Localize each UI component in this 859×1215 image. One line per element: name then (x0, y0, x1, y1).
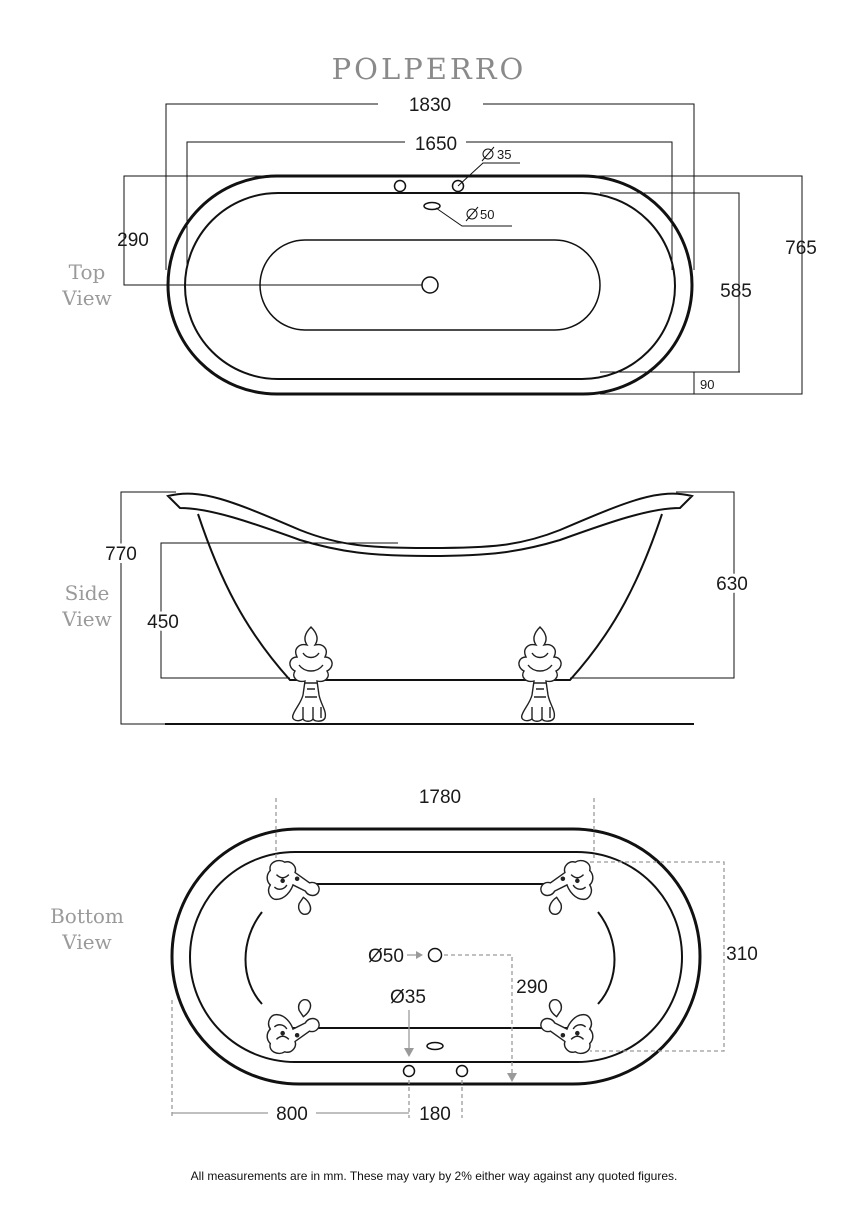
claw-foot-icon (266, 859, 320, 915)
dim-bottom-290-line (444, 954, 513, 1076)
claw-foot-icon (266, 999, 320, 1055)
waste-outlet (427, 947, 443, 963)
dim-450-line (160, 542, 398, 679)
bottom-view-label-line2: View (61, 930, 111, 954)
side-view-label-line2: View (61, 607, 111, 631)
overflow-outlet (426, 1041, 444, 1051)
tub-side-rim (166, 492, 694, 558)
claw-foot-icon (518, 626, 562, 722)
side-view-label-line1: Side (65, 581, 110, 605)
tub-underside-inner (189, 851, 683, 1063)
dim-630-line (570, 491, 735, 679)
dim-rim-width: 90 (700, 377, 714, 392)
top-view-label-line1: Top (69, 260, 106, 284)
dim-290-line (123, 175, 422, 286)
dim-tap-spacing: 180 (419, 1104, 451, 1125)
tap-hole-right (455, 1064, 469, 1078)
claw-foot-icon (289, 626, 333, 722)
tap-hole-left (402, 1064, 416, 1078)
dim-1830-line (165, 103, 378, 270)
dim-bottom-290-arrow (507, 1073, 517, 1082)
waste-arrow-head (416, 951, 423, 959)
dim-overflow-diameter: 50 (480, 207, 494, 222)
dim-height-centre: 450 (147, 612, 179, 633)
tub-underside-outer (170, 827, 702, 1086)
top-view: Top View 1830 1650 35 50 (61, 95, 817, 396)
dim-770-line (120, 491, 176, 725)
dim-1650-line (186, 141, 405, 270)
dim-width-overall: 765 (785, 238, 817, 259)
tub-inner-rim (184, 192, 676, 380)
dim-1650-line-right (466, 141, 673, 270)
dim-585-line (600, 192, 740, 373)
dim-feet-width: 310 (726, 944, 758, 965)
waste-hole (421, 276, 439, 294)
tub-base-outline (244, 883, 616, 1029)
label-waste-diameter: Ø50 (368, 946, 404, 967)
dim-waste-offset: 290 (117, 230, 149, 251)
side-view: Side View 770 450 630 (61, 491, 751, 725)
overflow-hole (423, 201, 441, 211)
dim-765-line (432, 175, 803, 395)
tap-hole-left (393, 179, 407, 193)
claw-foot-icon (540, 859, 594, 915)
diameter-icon (481, 146, 495, 162)
claw-foot-icon (540, 999, 594, 1055)
bottom-view: Bottom View 1780 310 Ø50 290 Ø35 (50, 787, 758, 1128)
dim-bottom-waste-offset: 290 (516, 977, 548, 998)
tub-side-body (197, 513, 663, 681)
tap-hole-right (451, 179, 465, 193)
dim-length-inner: 1650 (415, 134, 457, 155)
dim-height-end: 630 (716, 574, 748, 595)
bottom-view-label-line1: Bottom (50, 904, 124, 928)
tap-arrow-head (404, 1048, 414, 1057)
overflow-leader (435, 207, 512, 227)
top-view-label-line2: View (61, 286, 111, 310)
diameter-icon (465, 206, 479, 222)
measurement-note: All measurements are in mm. These may va… (191, 1169, 678, 1183)
dim-length-overall: 1830 (409, 95, 451, 116)
dim-feet-span: 1780 (419, 787, 461, 808)
label-tap-diameter: Ø35 (390, 987, 426, 1008)
dim-310-line (590, 861, 725, 1052)
dim-tap-offset: 800 (276, 1104, 308, 1125)
dim-width-inner: 585 (720, 281, 752, 302)
page-title: POLPERRO (332, 52, 527, 86)
dim-height-overall: 770 (105, 544, 137, 565)
tap-leader (457, 162, 520, 187)
dim-tap-diameter: 35 (497, 147, 511, 162)
dim-1830-line-right (483, 103, 695, 270)
